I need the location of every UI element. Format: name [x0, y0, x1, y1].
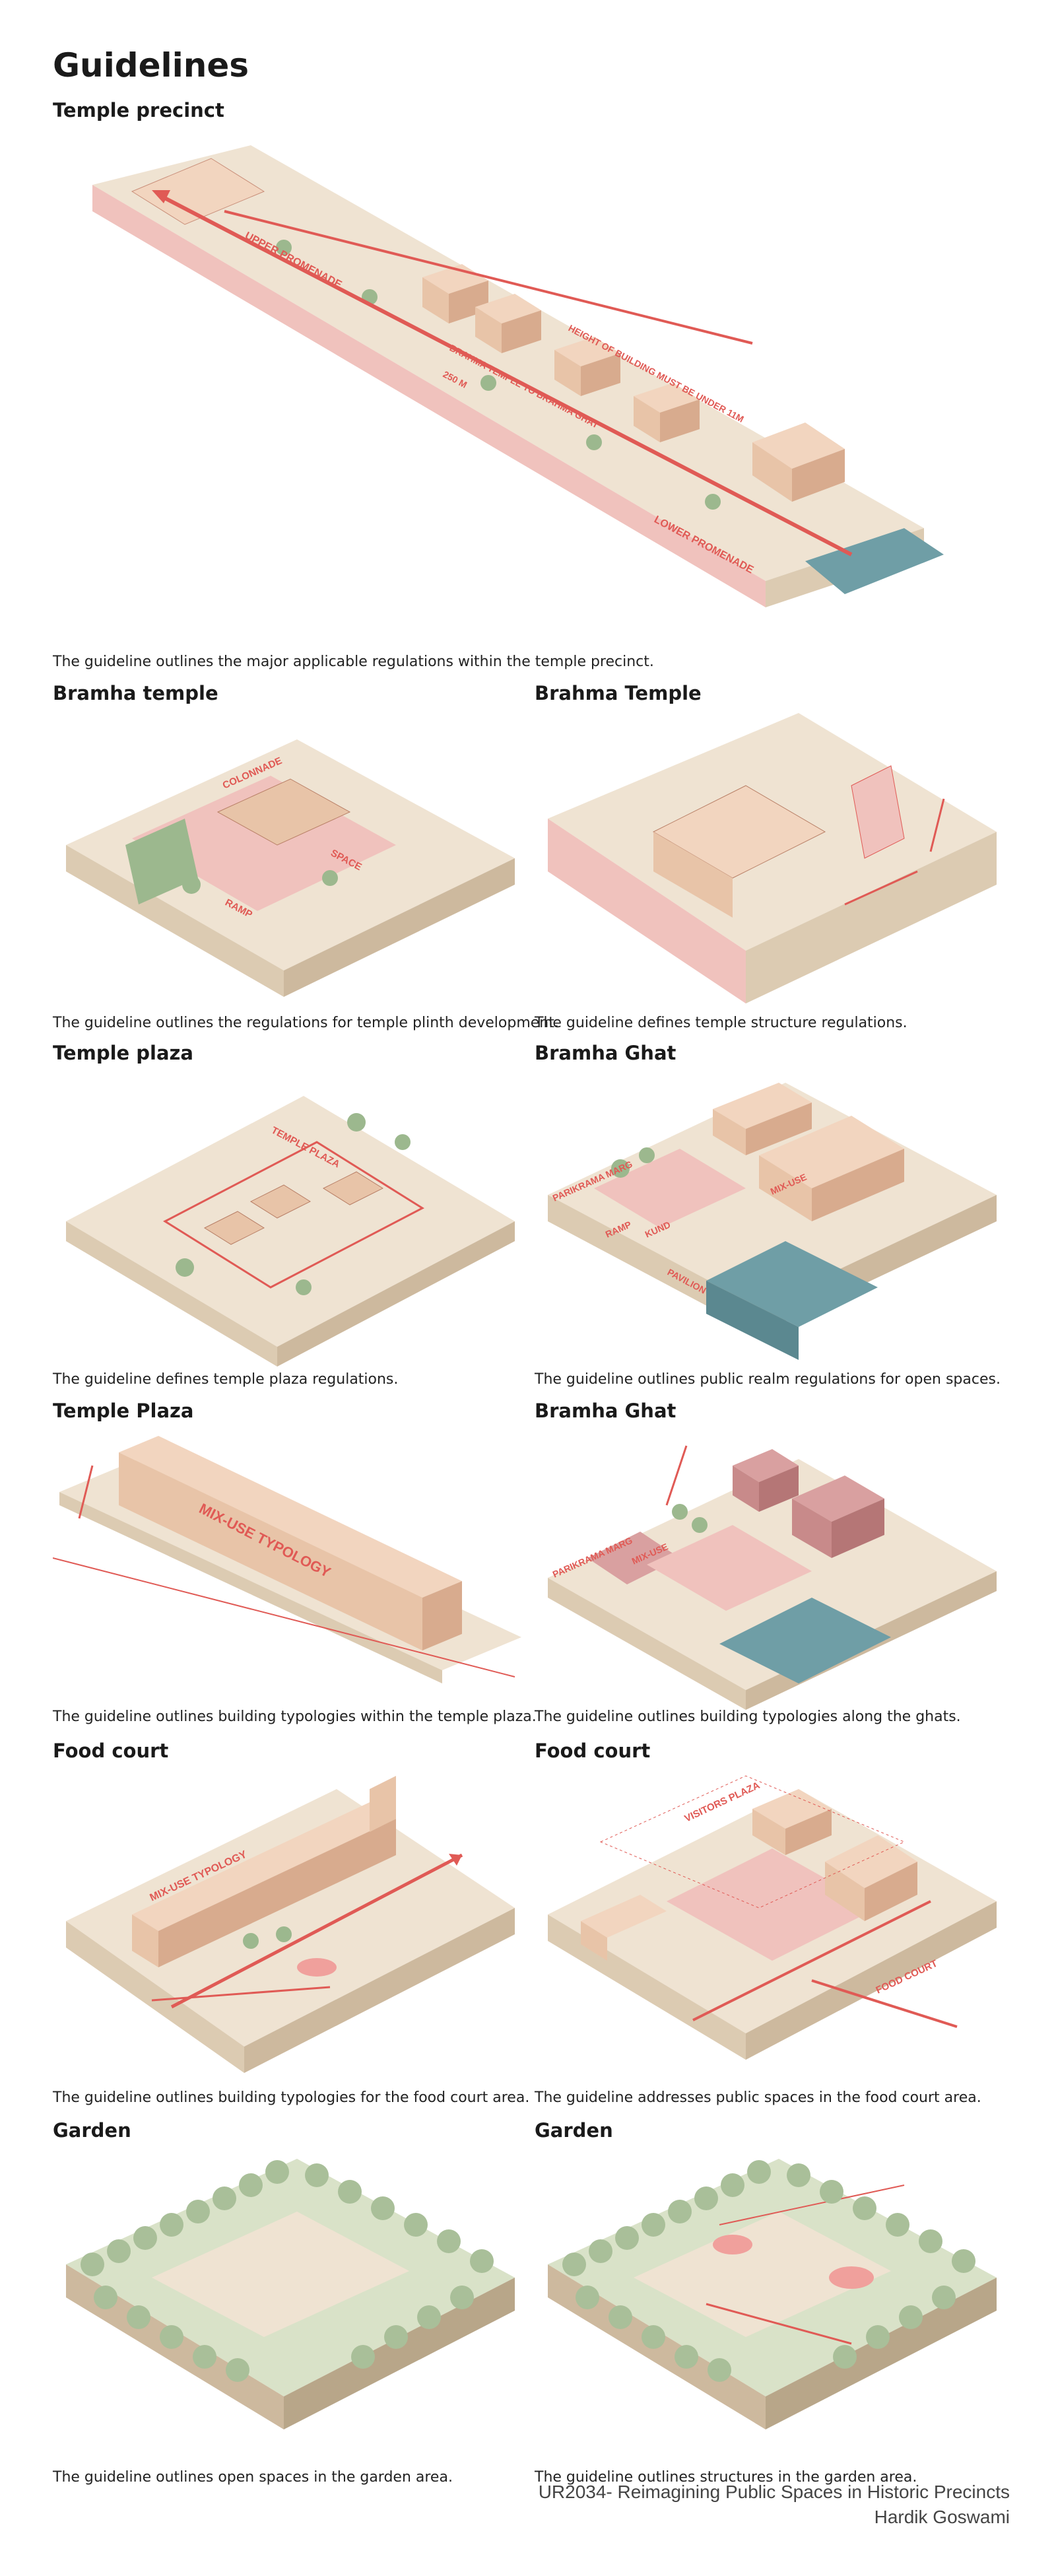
brahma-temple-structure-illustration — [535, 706, 1010, 1010]
section-heading-temple-precinct: Temple precinct — [53, 99, 224, 121]
garden-structures-illustration — [535, 2146, 1010, 2456]
footer-course-title: UR2034- Reimagining Public Spaces in His… — [538, 2482, 1010, 2502]
temple-plaza-typology-illustration: MIX-USE TYPOLOGY — [53, 1426, 528, 1716]
section-heading-temple-plaza: Temple plaza — [53, 1042, 193, 1064]
section-heading-garden-structures: Garden — [535, 2119, 613, 2142]
section-heading-food-court-public: Food court — [535, 1740, 651, 1762]
section-caption-bramha-ghat: The guideline outlines public realm regu… — [535, 1371, 1001, 1388]
section-heading-food-court: Food court — [53, 1740, 169, 1762]
section-caption-temple-plaza-typology: The guideline outlines building typologi… — [53, 1709, 537, 1725]
footer: UR2034- Reimagining Public Spaces in His… — [539, 2480, 1010, 2530]
bramha-ghat-typology-illustration: PARIKRAMA MARG MIX-USE — [535, 1426, 1010, 1716]
garden-open-spaces-illustration — [53, 2146, 528, 2456]
section-caption-temple-plaza: The guideline defines temple plaza regul… — [53, 1371, 399, 1388]
bramha-temple-plinth-illustration: COLONNADE SPACE RAMP — [53, 713, 528, 1010]
section-caption-food-court: The guideline outlines building typologi… — [53, 2089, 530, 2106]
page-title: Guidelines — [53, 46, 249, 85]
section-heading-bramha-ghat-typology: Bramha Ghat — [535, 1400, 676, 1422]
section-caption-brahma-temple: The guideline defines temple structure r… — [535, 1015, 908, 1031]
section-heading-garden: Garden — [53, 2119, 131, 2142]
section-caption-bramha-temple: The guideline outlines the regulations f… — [53, 1015, 559, 1031]
food-court-public-illustration: VISITORS PLAZA FOOD COURT — [535, 1769, 1010, 2099]
food-court-typology-illustration: MIX-USE TYPOLOGY — [53, 1769, 528, 2099]
section-heading-brahma-temple: Brahma Temple — [535, 682, 702, 704]
section-caption-garden-structures: The guideline outlines structures in the… — [535, 2469, 917, 2486]
temple-precinct-illustration: UPPER PROMENADE LOWER PROMENADE HEIGHT O… — [92, 132, 964, 640]
section-heading-bramha-ghat: Bramha Ghat — [535, 1042, 676, 1064]
bramha-ghat-public-realm-illustration: PARIKRAMA MARG MIX-USE RAMP KUND PAVILIO… — [535, 1069, 1010, 1373]
section-caption-temple-precinct: The guideline outlines the major applica… — [53, 654, 654, 670]
section-caption-garden: The guideline outlines open spaces in th… — [53, 2469, 453, 2486]
section-heading-temple-plaza-typology: Temple Plaza — [53, 1400, 194, 1422]
temple-plaza-regulations-illustration: TEMPLE PLAZA — [53, 1069, 528, 1373]
section-caption-bramha-ghat-typology: The guideline outlines building typologi… — [535, 1709, 961, 1725]
footer-author: Hardik Goswami — [874, 2507, 1010, 2527]
section-caption-food-court-public: The guideline addresses public spaces in… — [535, 2089, 981, 2106]
section-heading-bramha-temple: Bramha temple — [53, 682, 218, 704]
